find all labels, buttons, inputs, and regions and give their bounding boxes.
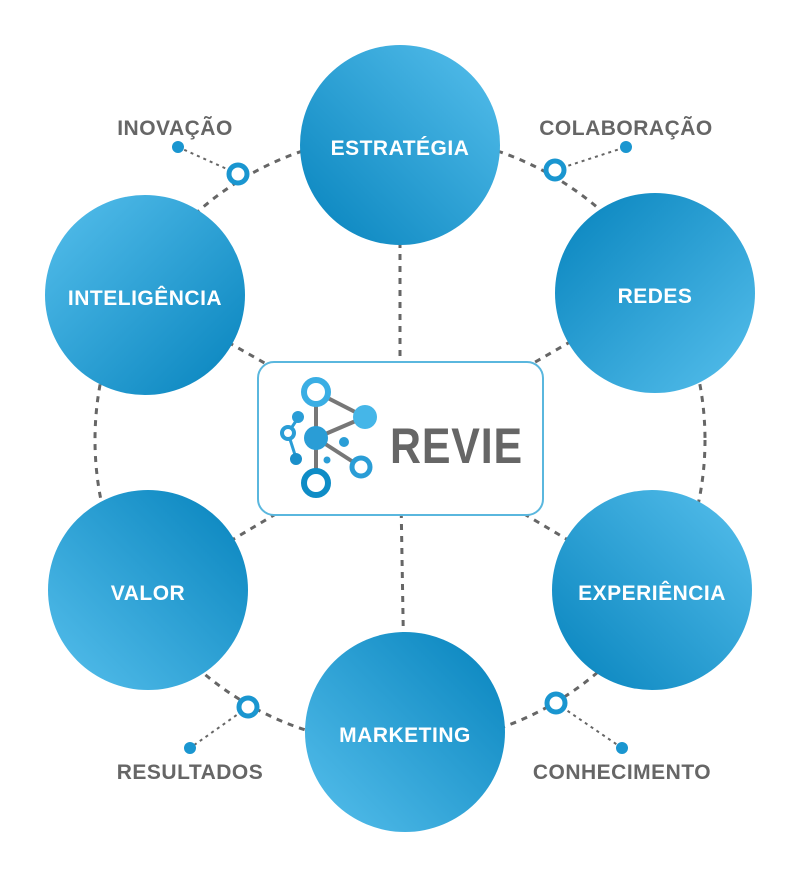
label-colaboracao: COLABORAÇÃO [539, 117, 713, 140]
node-label: INTELIGÊNCIA [68, 286, 222, 310]
dot-icon [620, 141, 632, 153]
node-marketing: MARKETING [305, 632, 505, 832]
logo-text: REVIE [390, 418, 523, 474]
dot-icon [616, 742, 628, 754]
ring-icon [236, 695, 260, 719]
node-estrategia: ESTRATÉGIA [300, 45, 500, 245]
node-redes: REDES [555, 193, 755, 393]
ring-icon [543, 158, 567, 182]
outer-ring [93, 133, 707, 747]
side-connectors [177, 146, 627, 749]
ring-icon [226, 162, 250, 186]
node-inteligencia: INTELIGÊNCIA [45, 195, 245, 395]
center-logo-box: REVIE [257, 361, 544, 516]
dot-icon [184, 742, 196, 754]
node-experiencia: EXPERIÊNCIA [552, 490, 752, 690]
node-label: MARKETING [339, 724, 471, 747]
ring-icon [544, 691, 568, 715]
node-label: VALOR [111, 582, 185, 605]
node-label: REDES [618, 285, 693, 308]
dot-icon [172, 141, 184, 153]
node-label: EXPERIÊNCIA [578, 581, 726, 605]
node-label: ESTRATÉGIA [331, 137, 470, 160]
label-conhecimento: CONHECIMENTO [533, 761, 711, 784]
node-valor: VALOR [48, 490, 248, 690]
network-logo-icon [280, 377, 377, 498]
connector-rings [172, 141, 632, 754]
label-resultados: RESULTADOS [117, 761, 264, 784]
label-inovacao: INOVAÇÃO [117, 117, 233, 140]
